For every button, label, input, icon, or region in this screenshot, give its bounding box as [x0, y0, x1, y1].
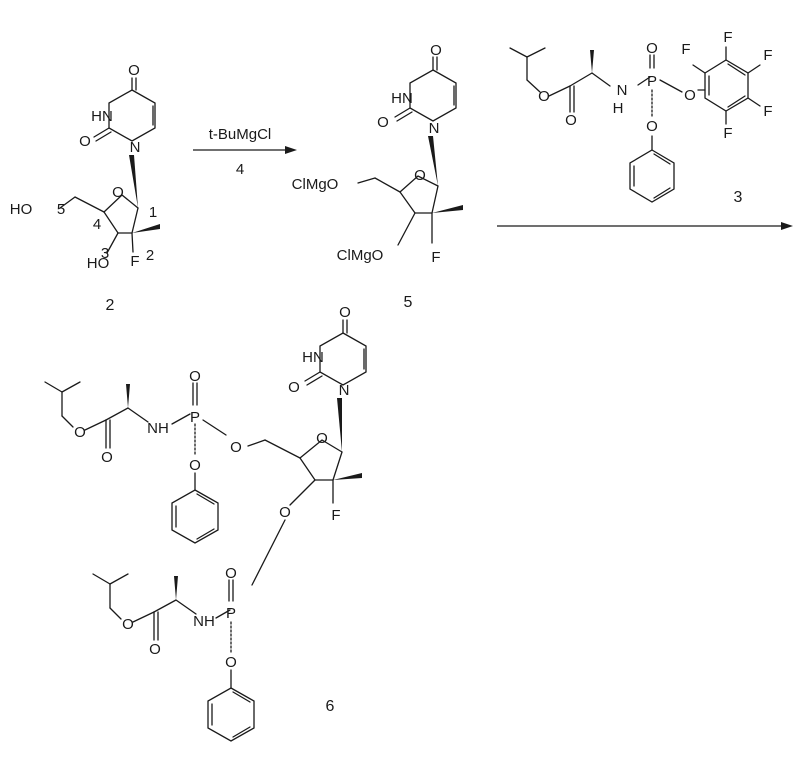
position-number: 3	[101, 245, 109, 262]
compound-2-structure: O HN O N O HO HO F 1 2 3 4 5 2	[10, 62, 160, 314]
atom-hn: HN	[302, 349, 324, 366]
atom-h: H	[613, 100, 624, 117]
atom-o-ring: O	[316, 430, 328, 447]
atom-o-carbonyl: O	[430, 42, 442, 59]
atom-o-carbonyl: O	[288, 379, 300, 396]
atom-o-5prime: O	[230, 439, 242, 456]
atom-n: N	[429, 120, 440, 137]
compound-3-structure: O O N H P O O O F F F F F 3	[509, 29, 773, 206]
position-number: 1	[149, 204, 157, 221]
atom-hn: HN	[391, 90, 413, 107]
atom-o-phosphoryl: O	[189, 368, 201, 385]
atom-f: F	[723, 29, 732, 46]
atom-o-phenoxy: O	[189, 457, 201, 474]
reaction-arrow-2	[497, 222, 793, 230]
atom-p: P	[190, 409, 200, 426]
atom-n: N	[339, 382, 350, 399]
atom-f: F	[331, 507, 340, 524]
atom-f: F	[130, 253, 139, 270]
atom-o-ester: O	[122, 616, 134, 633]
atom-f: F	[431, 249, 440, 266]
compound-label: 3	[734, 189, 743, 206]
compound-5-structure: O HN O N O ClMgO ClMgO F 5	[292, 42, 463, 311]
atom-o-phenoxy: O	[225, 654, 237, 671]
atom-n: N	[130, 139, 141, 156]
atom-clmgo: ClMgO	[292, 176, 339, 193]
compound-label: 6	[326, 698, 335, 715]
atom-hn: HN	[91, 108, 113, 125]
reagent-below-arrow: 4	[236, 161, 244, 178]
atom-n: N	[617, 82, 628, 99]
atom-o-carbonyl: O	[101, 449, 113, 466]
atom-clmgo: ClMgO	[337, 247, 384, 264]
compound-label: 2	[106, 297, 115, 314]
atom-o-ester: O	[74, 424, 86, 441]
atom-o-aryloxy: O	[684, 87, 696, 104]
atom-nh: NH	[193, 613, 215, 630]
atom-ho: HO	[87, 255, 110, 272]
atom-f: F	[763, 47, 772, 64]
position-number: 5	[57, 201, 65, 218]
atom-o-carbonyl: O	[79, 133, 91, 150]
reaction-arrow-1: t-BuMgCl 4	[193, 126, 297, 178]
position-number: 2	[146, 247, 154, 264]
atom-o-carbonyl: O	[149, 641, 161, 658]
atom-o-3prime: O	[279, 504, 291, 521]
atom-o-ring: O	[414, 167, 426, 184]
atom-o-ester: O	[538, 88, 550, 105]
atom-nh: NH	[147, 420, 169, 437]
atom-ho: HO	[10, 201, 33, 218]
atom-f: F	[763, 103, 772, 120]
atom-o-ring: O	[112, 184, 124, 201]
atom-o-carbonyl: O	[128, 62, 140, 79]
atom-o-carbonyl: O	[377, 114, 389, 131]
atom-o-phosphoryl: O	[225, 565, 237, 582]
position-number: 4	[93, 216, 101, 233]
atom-p: P	[226, 605, 236, 622]
atom-o-phosphoryl: O	[646, 40, 658, 57]
atom-o-phenoxy: O	[646, 118, 658, 135]
atom-p: P	[647, 73, 657, 90]
compound-6-structure: O HN O N O O O F O O NH P O O O O NH P O…	[44, 304, 367, 742]
compound-label: 5	[404, 294, 413, 311]
atom-o-carbonyl: O	[565, 112, 577, 129]
atom-o-carbonyl: O	[339, 304, 351, 321]
reagent-above-arrow: t-BuMgCl	[209, 126, 272, 143]
atom-f: F	[723, 125, 732, 142]
atom-f: F	[681, 41, 690, 58]
